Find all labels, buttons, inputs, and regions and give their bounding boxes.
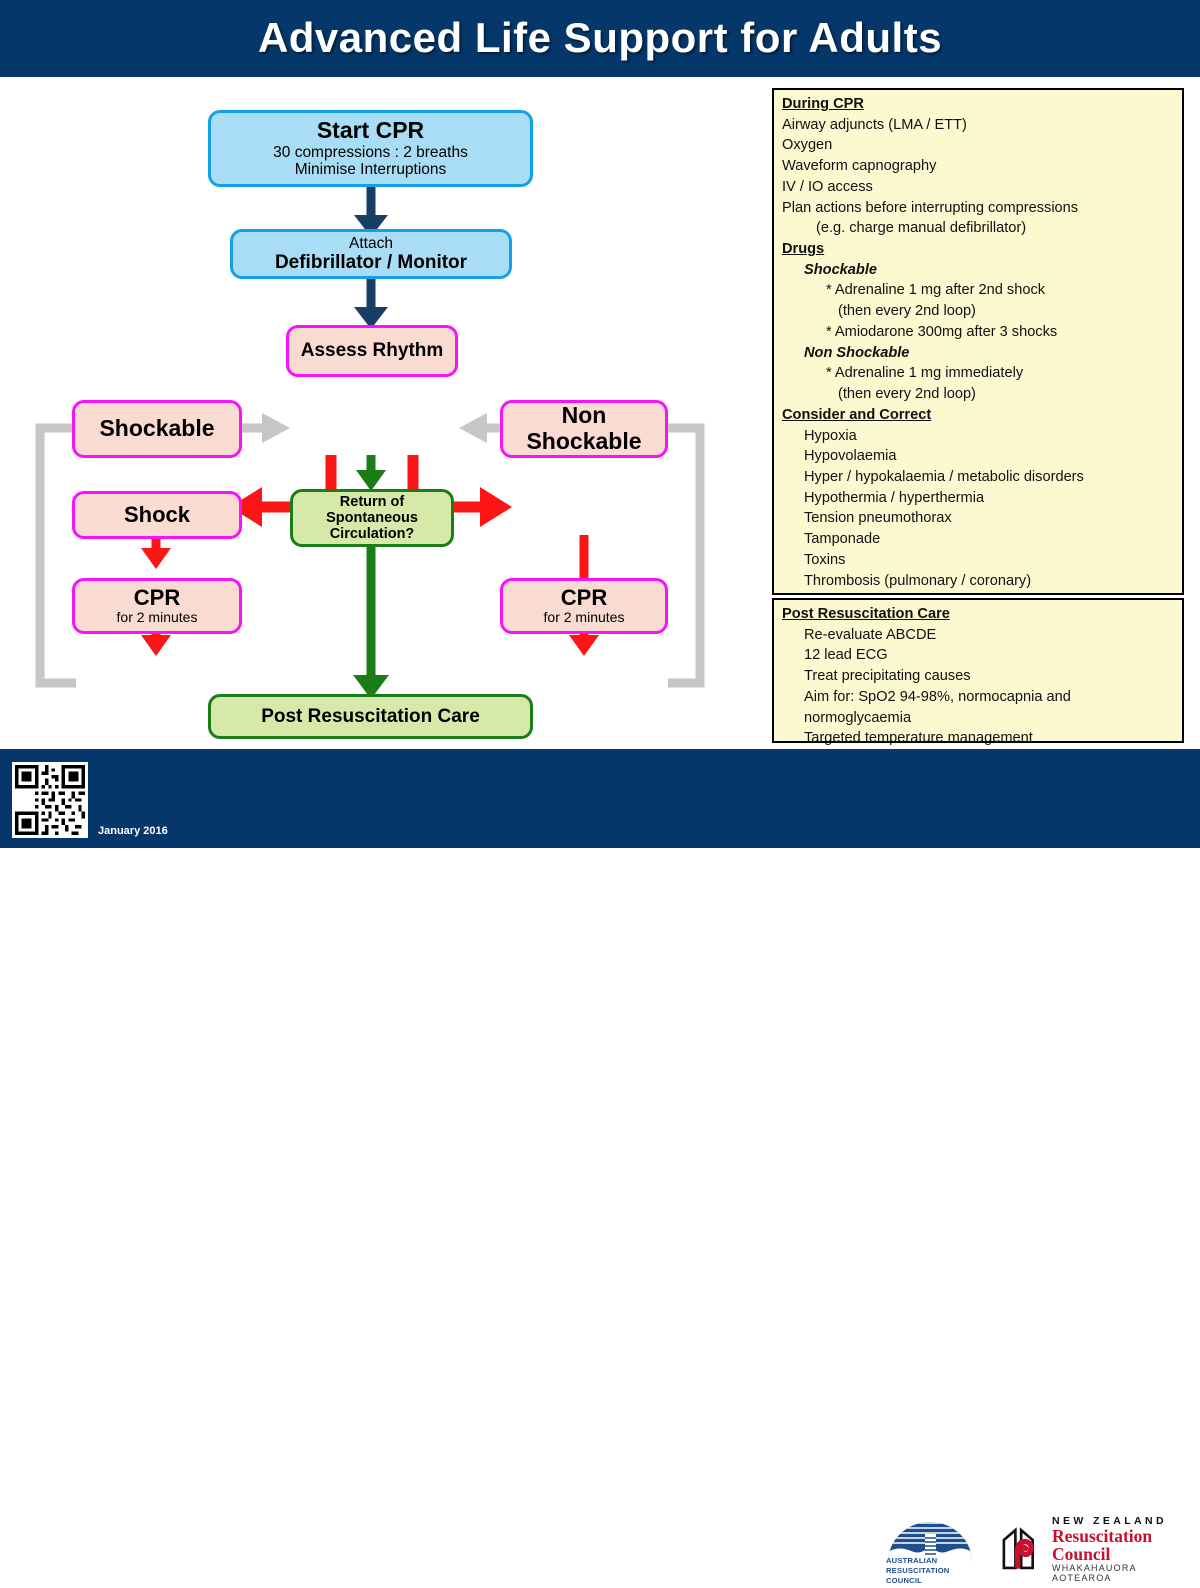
consider-item: Tamponade	[804, 531, 881, 548]
node-assess-rhythm-label: Assess Rhythm	[300, 340, 444, 362]
logo-plate: AUSTRALIAN RESUSCITATION COUNCIL NEW ZEA…	[866, 1510, 1186, 1588]
nzrc-logo-line3: WHAKAHAUORA AOTEAROA	[1052, 1563, 1137, 1584]
panel-shockable-heading: Shockable	[804, 261, 877, 278]
nz-resuscitation-council-logo: NEW ZEALAND Resuscitation Council WHAKAH…	[994, 1514, 1186, 1584]
during-cpr-line: IV / IO access	[782, 178, 873, 195]
panel-post-care-heading: Post Resuscitation Care	[782, 606, 950, 622]
node-attach-defibrillator[interactable]: Attach Defibrillator / Monitor	[230, 229, 512, 279]
arc-logo-line2: RESUSCITATION	[886, 1565, 950, 1575]
node-rosc-line1: Return of	[339, 493, 405, 510]
node-assess-rhythm[interactable]: Assess Rhythm	[286, 325, 458, 377]
node-cpr-left[interactable]: CPR for 2 minutes	[72, 578, 242, 634]
during-cpr-line: Airway adjuncts (LMA / ETT)	[782, 116, 967, 133]
panel-during-cpr: During CPR Airway adjuncts (LMA / ETT) O…	[772, 88, 1184, 595]
node-rosc-line2: Spontaneous	[326, 509, 418, 526]
node-post-care-label: Post Resuscitation Care	[261, 705, 480, 727]
arrow-attach-to-assess	[354, 277, 388, 329]
post-care-item: Targeted temperature management	[804, 730, 1033, 747]
page-title: Advanced Life Support for Adults	[257, 14, 943, 61]
arrow-assess-to-rosc	[356, 455, 386, 491]
node-non-shockable[interactable]: Non Shockable	[500, 400, 668, 458]
shockable-drug-item: (then every 2nd loop)	[838, 303, 976, 320]
panel-during-cpr-heading: During CPR	[782, 96, 864, 112]
node-cpr-right-sub: for 2 minutes	[543, 609, 625, 626]
node-cpr-right[interactable]: CPR for 2 minutes	[500, 578, 668, 634]
node-start-cpr-title: Start CPR	[316, 117, 425, 144]
koru-lung-icon	[1002, 1527, 1034, 1570]
node-start-cpr-sub1: 30 compressions : 2 breaths	[273, 144, 468, 162]
shockable-drug-item: * Amiodarone 300mg after 3 shocks	[826, 323, 1058, 340]
main-canvas: Start CPR 30 compressions : 2 breaths Mi…	[0, 77, 1200, 749]
arrow-startcpr-to-attach	[354, 187, 388, 237]
node-start-cpr[interactable]: Start CPR 30 compressions : 2 breaths Mi…	[208, 110, 533, 187]
qr-code[interactable]	[12, 762, 88, 838]
consider-item: Thrombosis (pulmonary / coronary)	[804, 572, 1032, 589]
post-care-item: Re-evaluate ABCDE	[804, 626, 937, 643]
node-shock-label: Shock	[123, 501, 191, 527]
publication-date: January 2016	[98, 825, 168, 837]
node-shock[interactable]: Shock	[72, 491, 242, 539]
node-post-resuscitation-care[interactable]: Post Resuscitation Care	[208, 694, 533, 739]
panel-post-resuscitation-care: Post Resuscitation Care Re-evaluate ABCD…	[772, 598, 1184, 746]
panel-non-shockable-heading: Non Shockable	[804, 344, 910, 361]
consider-item: Hyper / hypokalaemia / metabolic disorde…	[804, 468, 1084, 485]
consider-item: Toxins	[804, 551, 846, 568]
poster-header: Advanced Life Support for Adults	[0, 0, 1200, 76]
non-shockable-drug-item: * Adrenaline 1 mg immediately	[826, 365, 1024, 382]
node-cpr-left-title: CPR	[133, 584, 181, 610]
post-care-item: Aim for: SpO2 94-98%, normocapnia and no…	[804, 688, 1071, 726]
post-care-item: 12 lead ECG	[804, 647, 888, 664]
node-cpr-left-sub: for 2 minutes	[116, 609, 198, 626]
node-non-shockable-label2: Shockable	[526, 428, 642, 454]
node-rosc-line3: Circulation?	[329, 526, 415, 543]
during-cpr-line: Plan actions before interrupting compres…	[782, 199, 1079, 216]
shockable-drug-item: * Adrenaline 1 mg after 2nd shock	[826, 282, 1046, 299]
arc-logo-line3: COUNCIL	[886, 1575, 922, 1585]
consider-item: Hypothermia / hyperthermia	[804, 489, 985, 506]
panel-consider-heading: Consider and Correct	[782, 406, 932, 423]
node-cpr-right-title: CPR	[560, 584, 608, 610]
nzrc-logo-line1: NEW ZEALAND	[1052, 1514, 1167, 1527]
australian-resuscitation-council-logo: AUSTRALIAN RESUSCITATION COUNCIL	[876, 1516, 984, 1585]
node-rosc[interactable]: Return of Spontaneous Circulation?	[290, 489, 454, 547]
consider-item: Hypoxia	[804, 427, 857, 444]
qr-code-image	[15, 765, 85, 835]
during-cpr-line: Waveform capnography	[782, 158, 937, 175]
consider-item: Hypovolaemia	[804, 448, 897, 465]
during-cpr-line: Oxygen	[782, 137, 833, 154]
node-attach-title: Defibrillator / Monitor	[274, 252, 468, 274]
node-start-cpr-sub2: Minimise Interruptions	[294, 161, 447, 179]
node-non-shockable-label1: Non	[561, 402, 607, 429]
arrow-shockable-to-shock	[141, 535, 171, 569]
node-attach-sub: Attach	[349, 234, 393, 252]
consider-item: Tension pneumothorax	[804, 510, 952, 527]
nzrc-logo-line2: Resuscitation Council	[1052, 1525, 1153, 1564]
post-care-item: Treat precipitating causes	[804, 668, 971, 685]
poster-footer: January 2016	[0, 749, 1200, 1588]
panel-drugs-heading: Drugs	[782, 241, 825, 258]
flow-connectors	[35, 187, 705, 699]
node-shockable-label: Shockable	[99, 415, 215, 442]
during-cpr-line: (e.g. charge manual defibrillator)	[816, 220, 1027, 237]
arc-logo-line1: AUSTRALIAN	[886, 1556, 938, 1565]
arrow-rosc-to-postcare	[353, 542, 389, 699]
node-shockable[interactable]: Shockable	[72, 400, 242, 458]
non-shockable-drug-item: (then every 2nd loop)	[838, 386, 976, 403]
